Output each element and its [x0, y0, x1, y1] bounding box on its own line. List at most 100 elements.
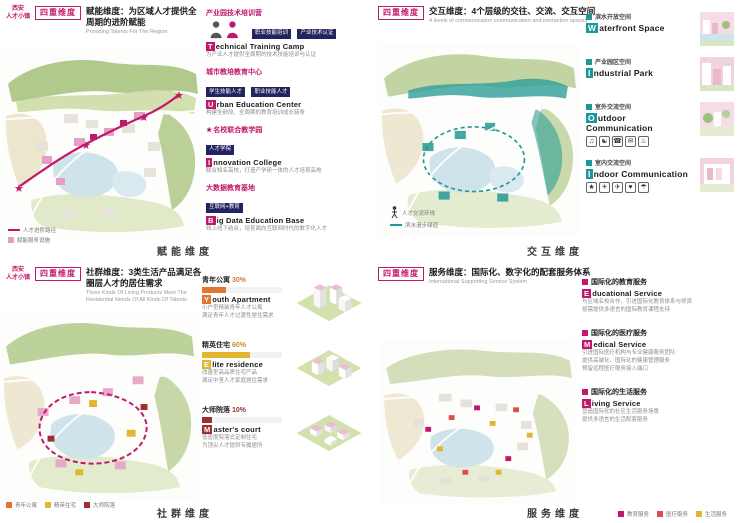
balance-icon: ☯ [599, 136, 610, 147]
heart-icon: ♥ [625, 182, 636, 193]
item-cn-label: 青年公寓 [202, 277, 230, 284]
tag: 互联网+教育 [206, 202, 243, 213]
bullet-square [586, 58, 592, 65]
people-icon [210, 21, 238, 39]
item-percent: 10% [231, 407, 246, 414]
quadrant-footer: 交互维度 [527, 247, 583, 258]
phone-icon: ☎ [612, 136, 623, 147]
initial-box: M [582, 339, 593, 349]
item-desc: 与区域名校合作，引进国际化教育体系与师资 [582, 299, 693, 305]
en-rest: aster's court [213, 425, 261, 434]
mail-icon: ✉ [625, 136, 636, 147]
quadrant-service: 四重维度 服务维度：国际化、数字化的配套服务体系 International S… [370, 261, 740, 523]
item-percent: 30% [231, 277, 246, 284]
legend-label: 医疗服务 [666, 512, 689, 518]
quadrant-footer: 服务维度 [527, 509, 583, 520]
quadrant-title: 赋能维度：为区域人才提供全周期的进阶赋能 [86, 6, 197, 28]
legend-item: 精英住宅 [45, 501, 76, 509]
quadrant-title: 社群维度：3类生活产品满足各圈层人才的居住需求 [86, 267, 202, 289]
legend-item: 生活服务 [696, 510, 727, 518]
initial-box: Y [202, 295, 212, 304]
star-icon: ★ [206, 127, 213, 135]
legend-item: 教育服务 [618, 510, 649, 518]
initial-box: I [206, 157, 213, 167]
en-rest: echnical Training Camp [215, 42, 305, 52]
header-community: 西安 人才小镇 四重维度 社群维度：3类生活产品满足各圈层人才的居住需求 Thr… [6, 267, 206, 303]
share-bar [202, 352, 282, 358]
item-cn-label: 滨水开放空间 [595, 15, 632, 21]
legend-label: 大师院落 [93, 503, 116, 509]
masterplan-map-community [0, 313, 198, 501]
item-cn-label: 国际化的医疗服务 [591, 329, 647, 337]
item-cn-label: 大师院落 [202, 407, 230, 414]
initial-box: W [586, 23, 599, 33]
legend-service: 教育服务 医疗服务 生活服务 [618, 510, 727, 518]
tag-row: 互联网+教育 [206, 195, 364, 213]
initial-box: U [206, 100, 216, 110]
hotspring-icon: ♨ [638, 136, 649, 147]
dimension-badge: 四重维度 [35, 6, 82, 21]
share-bar-fill [202, 287, 226, 293]
item-title: 产业园技术培训营 [206, 10, 262, 17]
share-bar-fill [202, 417, 212, 423]
share-bar [202, 287, 282, 293]
item-desc: 低密度院落式定制住宅 [202, 435, 258, 441]
quadrant-subtitle: Three Kinds Of Living Products Meet The … [86, 290, 187, 303]
legend-swatch [84, 502, 91, 508]
plane-icon: ✈ [612, 182, 623, 193]
map-community-svg [0, 313, 198, 501]
title-block: 服务维度：国际化、数字化的配套服务体系 International Suppor… [429, 267, 591, 286]
elite-residence-axon [296, 350, 362, 387]
legend-label: 教育服务 [627, 512, 650, 518]
legend-label: 生活服务 [705, 512, 728, 518]
title-block: 赋能维度：为区域人才提供全周期的进阶赋能 Providing Talents F… [86, 6, 202, 36]
quadrant-interaction: 四重维度 交互维度：4个层级的交往、交流、交互空间 4 levels of co… [370, 0, 740, 261]
item-desc: 线上线下结合，培育面向互联网时代的数字化人才 [206, 225, 328, 232]
legend-item: 人才交流环线 [390, 206, 435, 219]
item-cn-label: 室内交流空间 [595, 161, 632, 167]
legend-label: 滨水漫步绿道 [405, 223, 439, 229]
quadrant-footer: 社群维度 [157, 509, 213, 520]
bullet-square [586, 13, 592, 20]
legend-line-swatch [8, 229, 20, 231]
item-desc: 预留远程医疗服务接入端口 [582, 365, 649, 372]
item-desc: 满足中坚人才家庭居住需求 [202, 377, 269, 384]
walker-icon [391, 206, 398, 219]
item-title: 大数据教育基地 [206, 184, 255, 192]
legend-swatch [8, 237, 14, 243]
legend-label: 人才交流环线 [402, 210, 436, 217]
logo: 西安 人才小镇 [6, 6, 30, 21]
item-title: 名校联合教学园 [213, 127, 263, 135]
initial-box: B [206, 215, 216, 225]
industrial-park-thumbnail [700, 57, 734, 91]
initial-box: I [586, 169, 593, 179]
masterplan-map-empowerment: ★★★★ [2, 50, 202, 240]
quadrant-title: 服务维度：国际化、数字化的配套服务体系 [429, 267, 591, 277]
initial-box: M [202, 425, 213, 434]
item-desc: 为产业人才提供全周期的技术技能培训与认证 [206, 52, 317, 59]
svg-text:★: ★ [174, 90, 184, 102]
item-cn-label: 室外交流空间 [595, 105, 632, 111]
legend-empowerment: 人才进阶路径 赋能服务设施 [8, 226, 56, 244]
quadrant-subtitle: International Supporting Service System [429, 279, 528, 286]
tag: 职业技能培训 [252, 28, 292, 39]
en-rest: lite residence [212, 360, 263, 369]
legend-community: 青年公寓 精英住宅 大师院落 [6, 501, 115, 509]
